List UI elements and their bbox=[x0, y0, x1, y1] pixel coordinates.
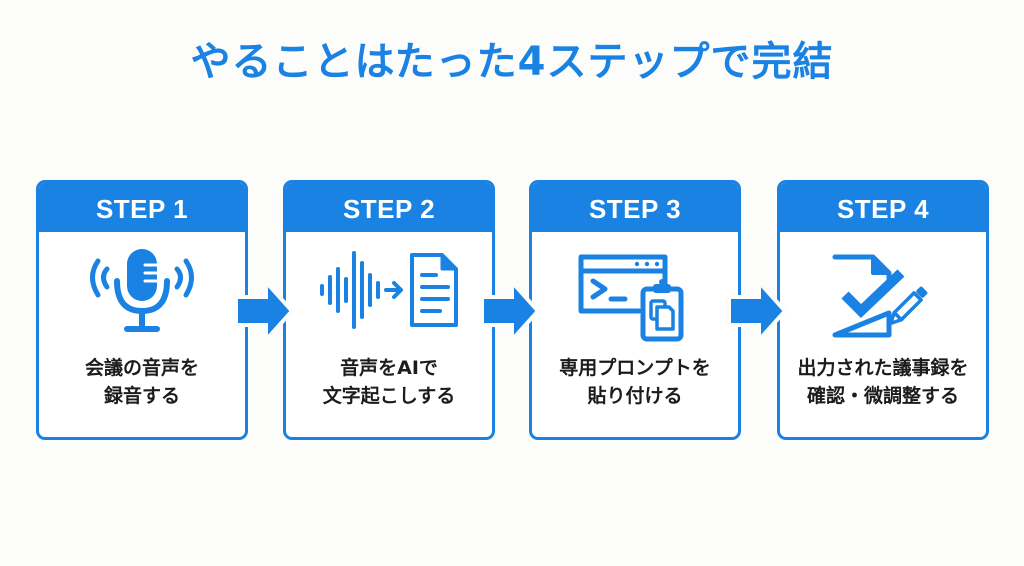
arrow-right-icon bbox=[234, 278, 295, 344]
step-description-line: 確認・微調整する bbox=[806, 385, 959, 407]
arrow-right-icon bbox=[480, 278, 541, 344]
step-description-line: 専用プロンプトを bbox=[559, 357, 711, 379]
audio-to-document-icon bbox=[314, 249, 464, 335]
step-label: STEP 2 bbox=[286, 183, 492, 232]
step-card-4: STEP 4 出力された議事録を 確認・微調整する bbox=[777, 180, 989, 440]
step-card-3: STEP 3 専用プロンプトを bbox=[529, 180, 741, 440]
microphone-icon bbox=[87, 245, 197, 341]
step-description-line: 文字起こしする bbox=[322, 385, 456, 407]
step-label: STEP 1 bbox=[39, 183, 245, 232]
step-description-line: 録音する bbox=[103, 385, 180, 407]
step-description: 会議の音声を 録音する bbox=[39, 354, 245, 410]
step-description: 出力された議事録を 確認・微調整する bbox=[780, 354, 986, 410]
terminal-clipboard-icon bbox=[577, 251, 693, 347]
page-title: やることはたった4ステップで完結 bbox=[190, 39, 834, 85]
step-description: 音声をAIで 文字起こしする bbox=[286, 354, 492, 410]
step-label: STEP 3 bbox=[532, 183, 738, 232]
step-description-line: 出力された議事録を bbox=[797, 357, 969, 379]
step-description-line: 音声をAIで bbox=[340, 357, 438, 379]
step-card-1: STEP 1 会議の音声を 録 bbox=[36, 180, 248, 440]
step-description-line: 会議の音声を bbox=[84, 357, 199, 379]
document-check-pencil-icon bbox=[827, 251, 939, 347]
step-description-line: 貼り付ける bbox=[587, 385, 683, 407]
step-description: 専用プロンプトを 貼り付ける bbox=[532, 354, 738, 410]
step-card-2: STEP 2 bbox=[283, 180, 495, 440]
step-label: STEP 4 bbox=[780, 183, 986, 232]
arrow-right-icon bbox=[727, 278, 788, 344]
